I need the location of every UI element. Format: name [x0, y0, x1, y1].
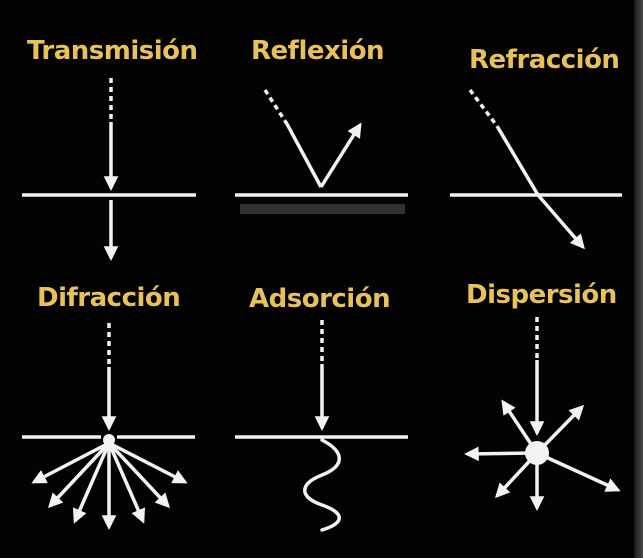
- faded-watermark-strip: [240, 204, 405, 214]
- panel-title-refraccion: Refracción: [469, 45, 620, 75]
- diffraction-diagram-icon: [22, 323, 195, 530]
- absorption-diagram-icon: [235, 320, 408, 532]
- refraction-diagram-icon: [450, 88, 622, 250]
- reflection-diagram-icon: [235, 89, 408, 197]
- slit-dot: [103, 434, 115, 446]
- scattering-particle: [525, 441, 549, 465]
- absorbed-wave: [303, 438, 341, 532]
- incident-ray-dashed: [468, 88, 499, 128]
- panel-title-dispersion: Dispersión: [466, 280, 617, 310]
- diffracted-rays: [31, 441, 188, 530]
- incident-ray-dashed: [263, 89, 289, 125]
- panel-title-transmision: Transmisión: [27, 36, 198, 66]
- edge-scrollbar-strip: [634, 0, 643, 558]
- scattering-diagram-icon: [464, 317, 621, 511]
- panel-title-reflexion: Reflexión: [251, 36, 385, 66]
- incident-ray: [495, 125, 540, 196]
- panel-title-difraccion: Difracción: [37, 283, 181, 313]
- incident-ray: [285, 123, 323, 188]
- refracted-ray: [536, 193, 585, 250]
- panel-title-adsorcion: Adsorción: [249, 284, 391, 314]
- transmission-diagram-icon: [22, 78, 196, 261]
- reflected-ray: [319, 122, 362, 188]
